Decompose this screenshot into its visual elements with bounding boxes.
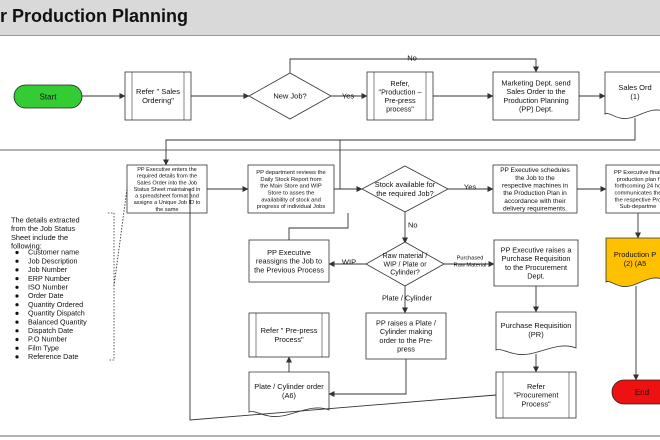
note-item-5: Order Date <box>28 291 64 300</box>
page-title: r Production Planning <box>0 6 188 26</box>
note-bullet-11 <box>15 346 19 350</box>
arrow-plate-to-order <box>328 359 407 397</box>
production-plan-document-shape <box>605 237 660 287</box>
note-bullet-12 <box>15 355 19 359</box>
edge-label-plate-cylinder: Plate / Cylinder <box>382 294 433 303</box>
edge-label-no-stock: No <box>408 221 418 230</box>
note-bullet-6 <box>15 303 19 307</box>
title-bar: r Production Planning <box>0 0 660 36</box>
note-item-2: Job Number <box>28 265 68 274</box>
loop-marker <box>334 140 341 190</box>
note-bullet-3 <box>15 277 19 281</box>
end-terminator-label: End <box>635 388 649 397</box>
note-bullet-1 <box>15 259 19 263</box>
note-item-0: Customer name <box>28 248 79 257</box>
refer-procurement-process-box <box>495 371 577 419</box>
note-item-11: Film Type <box>28 343 59 352</box>
new-job-decision-label: New Job? <box>273 92 306 101</box>
note-bullet-5 <box>15 294 19 298</box>
note-bullet-0 <box>15 250 19 255</box>
purchase-requisition-document-shape <box>495 311 577 355</box>
edge-label-no-newjob: No <box>407 54 417 63</box>
edge-label-yes-newjob: Yes <box>342 92 354 101</box>
reassigns-job-step-box <box>248 239 330 283</box>
pp-department-reviews-step-box <box>247 164 335 214</box>
note-item-4: ISO Number <box>28 283 69 292</box>
start-terminator-label: Start <box>40 92 58 101</box>
note-item-10: P.O Number <box>28 335 68 344</box>
arrow-reassign-back <box>288 213 349 240</box>
pp-finalizes-step-box <box>605 164 660 214</box>
note-bracket <box>108 212 115 361</box>
note-bullet-2 <box>15 268 19 272</box>
note-item-9: Dispatch Date <box>28 326 73 335</box>
sales-order-document-label: Sales Ord(1) <box>618 83 651 101</box>
note-bullet-7 <box>15 311 19 315</box>
new-job-decision-shape <box>248 72 332 120</box>
note-item-8: Balanced Quantity <box>28 317 87 326</box>
note-item-7: Quantity Dispatch <box>28 309 85 318</box>
note-item-1: Job Description <box>28 256 78 265</box>
arrow-salesorder-to-executive <box>163 118 636 166</box>
purchase-requisition-document-label: Purchase Requisition(PR) <box>501 321 572 339</box>
sales-order-document-shape <box>604 71 660 119</box>
plate-cylinder-order-document-label: Plate / Cylinder order(A6) <box>254 382 324 400</box>
raise-plate-order-step-box <box>365 312 447 360</box>
edge-label-wip: WIP <box>342 258 356 267</box>
refer-prepress-process-2-box <box>248 312 330 358</box>
note-connector <box>113 188 128 287</box>
edge-label-yes-stock: Yes <box>464 183 476 192</box>
production-plan-document-label: Production P(2) (A5 <box>614 250 656 268</box>
refer-prepress-process-box <box>366 71 434 121</box>
note-item-3: ERP Number <box>28 274 71 283</box>
plate-cylinder-order-document-shape <box>248 371 330 417</box>
note-bullet-10 <box>15 337 19 342</box>
note-bullet-9 <box>15 329 19 333</box>
end-terminator-shape <box>611 379 660 405</box>
note-item-12: Reference Date <box>28 352 78 361</box>
note-bullet-8 <box>15 320 19 324</box>
start-terminator-shape <box>13 84 83 109</box>
arrow-newjob-no <box>289 58 539 73</box>
return-to-schedule <box>189 189 497 421</box>
note-bullet-4 <box>15 285 19 289</box>
note-item-6: Quantity Ordered <box>28 300 83 309</box>
